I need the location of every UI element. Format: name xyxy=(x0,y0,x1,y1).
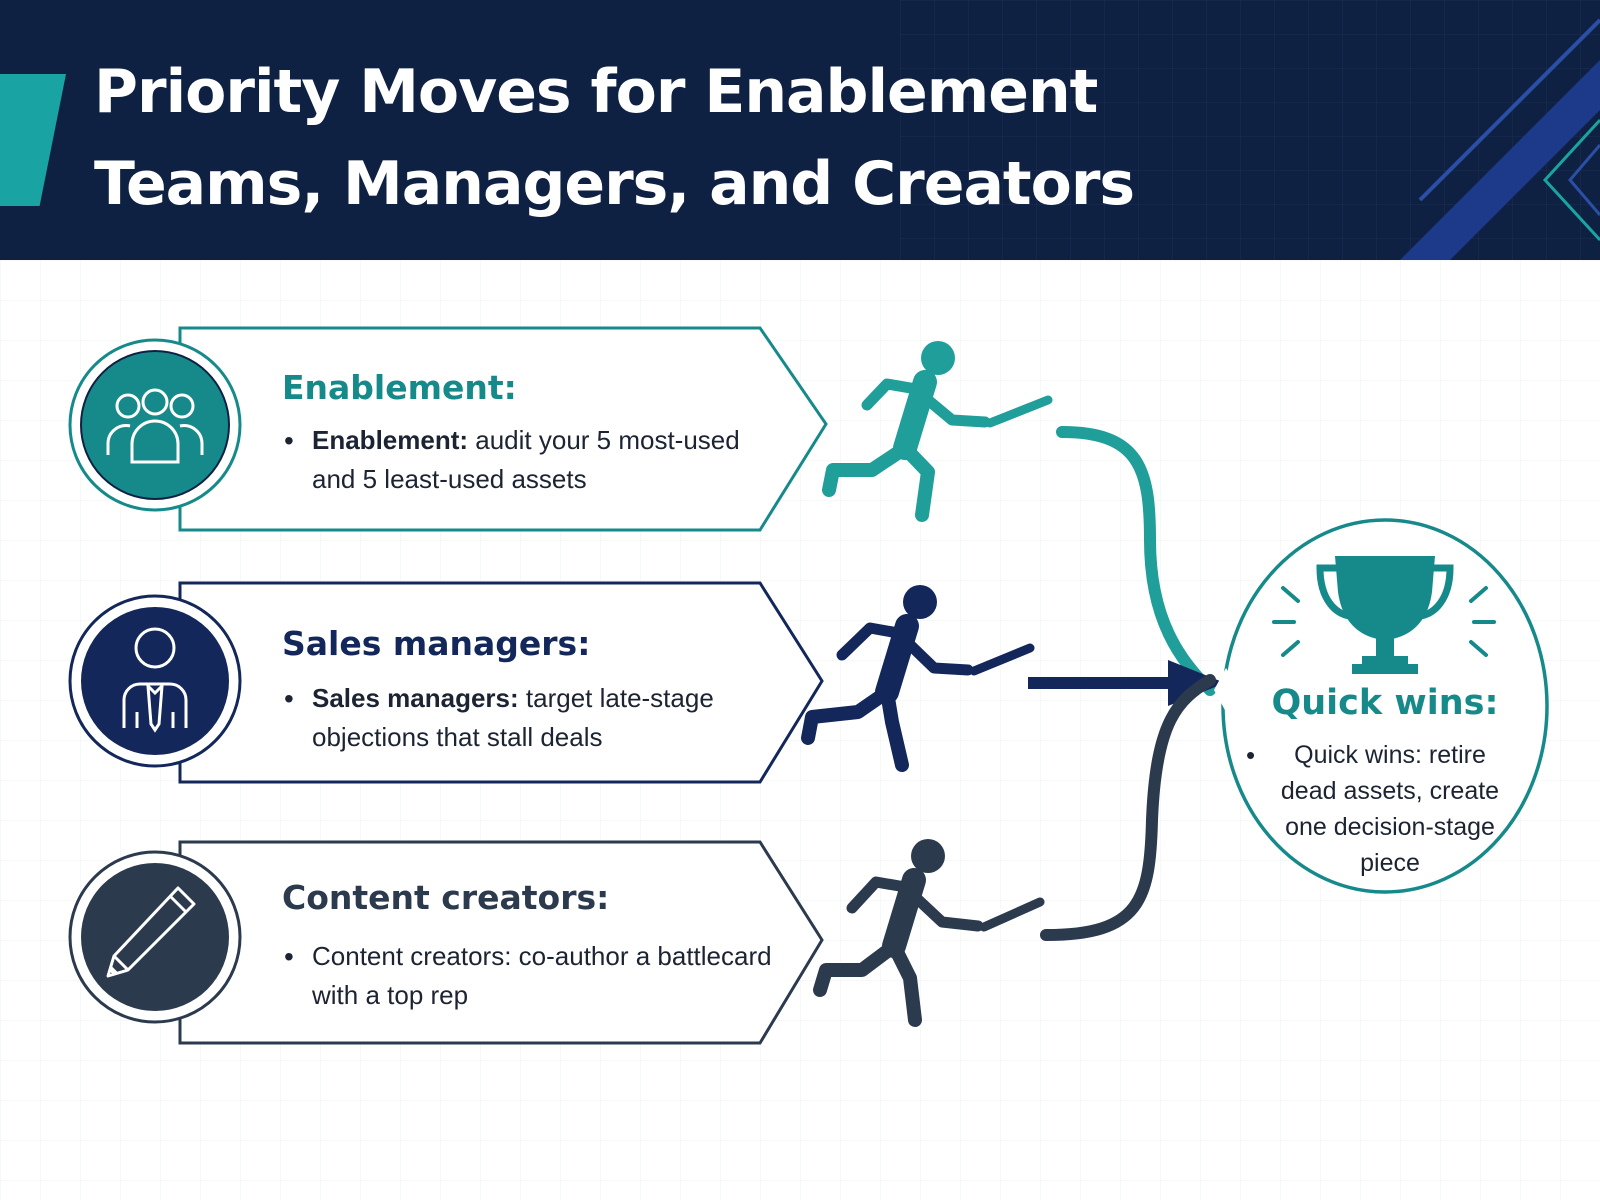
row-sales-managers-icon-disc xyxy=(81,607,229,755)
goal-bubble-notch xyxy=(1214,668,1240,712)
row-sales-managers-heading: Sales managers: xyxy=(282,624,591,663)
trophy-icon xyxy=(1316,556,1454,674)
row-enablement-text: Enablement: audit your 5 most-used and 5… xyxy=(284,421,782,499)
row-content-creators-heading: Content creators: xyxy=(282,878,610,917)
row-sales-managers-lead: Sales managers: xyxy=(312,683,519,713)
pencil-icon xyxy=(106,886,196,978)
team-icon xyxy=(106,388,204,464)
header-banner: Priority Moves for Enablement Teams, Man… xyxy=(0,0,1600,260)
connector-curve-top xyxy=(1056,426,1216,696)
row-enablement-detail: audit your 5 most-used and 5 least-used … xyxy=(312,425,740,494)
goal-text: Quick wins: retire dead assets, create o… xyxy=(1246,737,1516,881)
row-content-creators-icon-disc xyxy=(81,863,229,1011)
runner-icon xyxy=(813,839,1045,1027)
row-content-creators-detail: co-author a battlecard with a top rep xyxy=(312,941,772,1010)
goal-heading: Quick wins: xyxy=(1271,683,1499,723)
header-slash-decoration xyxy=(1400,18,1600,260)
row-sales-managers-text: Sales managers: target late-stage object… xyxy=(284,679,782,757)
runner-icon xyxy=(801,585,1035,772)
sparkle-icon xyxy=(1272,586,1496,657)
row-enablement-heading: Enablement: xyxy=(282,368,517,407)
row-content-creators-text: Content creators: co-author a battlecard… xyxy=(284,937,782,1015)
connector-curve-bottom xyxy=(1040,674,1216,941)
manager-icon xyxy=(122,627,188,733)
row-sales-managers-detail: target late-stage objections that stall … xyxy=(312,683,714,752)
row-enablement-lead: Enablement: xyxy=(312,425,469,455)
page-title: Priority Moves for Enablement Teams, Man… xyxy=(94,57,1135,219)
row-enablement-icon-disc xyxy=(80,350,230,500)
row-content-creators-lead: Content creators: xyxy=(312,941,512,971)
runner-icon xyxy=(822,341,1053,522)
